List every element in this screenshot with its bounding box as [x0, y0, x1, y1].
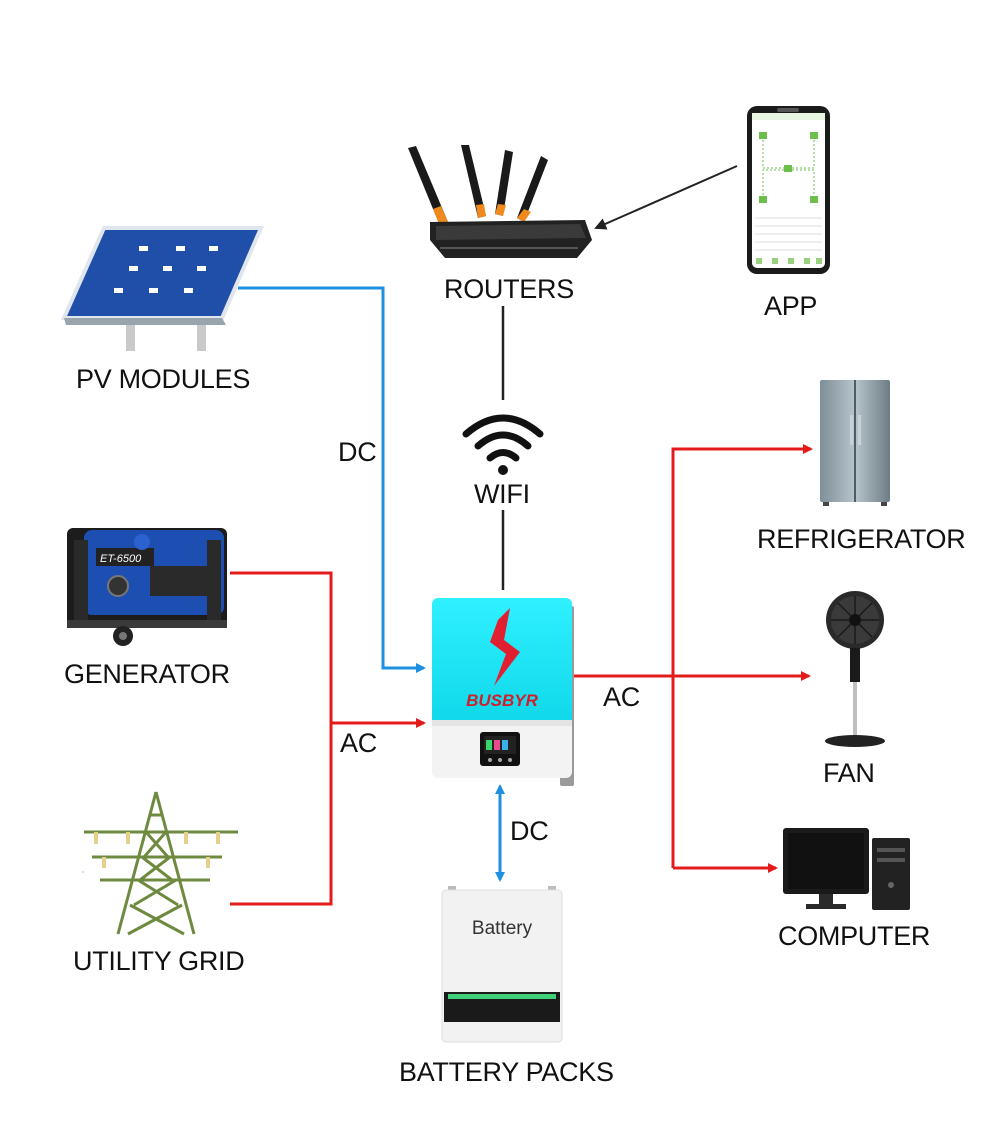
inverter-brand: BUSBYR	[466, 691, 539, 710]
refrigerator-icon	[820, 380, 890, 506]
phone-app-icon	[747, 106, 830, 274]
generator-ac-line	[230, 571, 333, 906]
inverter-icon: BUSBYR	[432, 598, 574, 786]
computer-icon	[783, 828, 910, 910]
ac-output-label: AC	[603, 682, 640, 712]
battery-icon: Battery	[441, 886, 563, 1043]
app-router-line	[594, 165, 738, 230]
routers-label: ROUTERS	[444, 274, 574, 304]
ac-output-branch	[671, 444, 813, 868]
battery-dc-label: DC	[510, 816, 549, 846]
ac-input-label: AC	[340, 728, 377, 758]
pv-dc-line	[238, 286, 426, 673]
solar-panel-icon	[60, 226, 265, 351]
app-label: APP	[764, 291, 818, 321]
wifi-icon	[462, 414, 544, 475]
generator-label: GENERATOR	[64, 659, 230, 689]
refrigerator-label: REFRIGERATOR	[757, 524, 966, 554]
computer-label: COMPUTER	[778, 921, 931, 951]
transmission-tower-icon	[82, 791, 238, 936]
pv-dc-label: DC	[338, 437, 377, 467]
router-icon	[408, 145, 592, 258]
pv-modules-label: PV MODULES	[76, 364, 251, 394]
svg-text:ET-6500: ET-6500	[100, 553, 142, 565]
generator-icon: ET-6500	[67, 528, 227, 646]
battery-packs-label: BATTERY PACKS	[399, 1057, 614, 1087]
wifi-label: WIFI	[474, 479, 530, 509]
utility-grid-label: UTILITY GRID	[73, 946, 245, 976]
battery-panel-label: Battery	[472, 918, 533, 939]
fan-label: FAN	[823, 758, 875, 788]
fan-icon	[825, 591, 885, 747]
